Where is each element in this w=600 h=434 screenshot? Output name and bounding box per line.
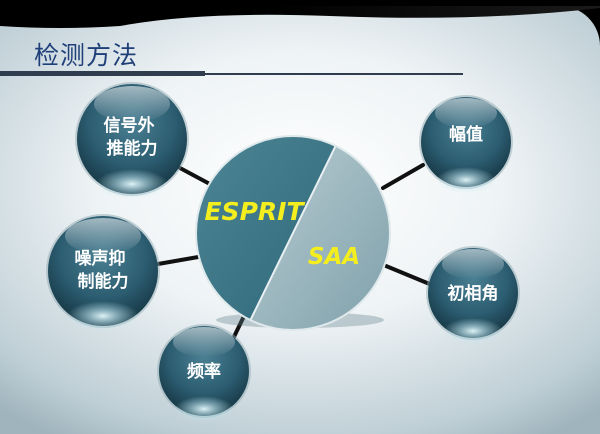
node-label-line: 噪声抑: [75, 248, 126, 269]
center-circle: ESPRIT SAA: [195, 135, 391, 331]
slide-title: 检测方法: [34, 41, 139, 70]
connector-lines: [156, 163, 434, 347]
connector-line: [156, 254, 206, 266]
node-label-line: 推能力: [107, 138, 158, 159]
svg-text:信号外 推能力: 信号外 推能力: [104, 115, 161, 159]
node-bubble-initial-phase: 初相角: [426, 246, 520, 344]
node-bubble-noise-suppression: 噪声抑 制能力: [46, 214, 160, 331]
connector-line: [381, 163, 425, 190]
connector-line: [384, 264, 434, 287]
title-underline-bold: [0, 71, 205, 76]
node-label-line: 制能力: [78, 271, 129, 292]
node-label-line: 幅值: [449, 124, 483, 145]
node-bubble-frequency: 频率: [157, 324, 251, 422]
node-bubble-amplitude: 幅值: [419, 95, 513, 193]
center-label-esprit: ESPRIT: [204, 197, 305, 226]
center-label-saa: SAA: [308, 244, 360, 270]
center-half-saa: [250, 145, 391, 331]
top-decoration: [0, 6, 600, 28]
center-half-esprit: [195, 135, 336, 321]
node-bubble-extrapolation: 信号外 推能力: [75, 82, 189, 199]
node-label-line: 频率: [187, 361, 221, 382]
node-label-line: 初相角: [448, 283, 499, 304]
svg-text:噪声抑 制能力: 噪声抑 制能力: [75, 248, 132, 292]
node-label-line: 信号外: [104, 115, 155, 136]
title-underline-thin: [205, 73, 463, 75]
